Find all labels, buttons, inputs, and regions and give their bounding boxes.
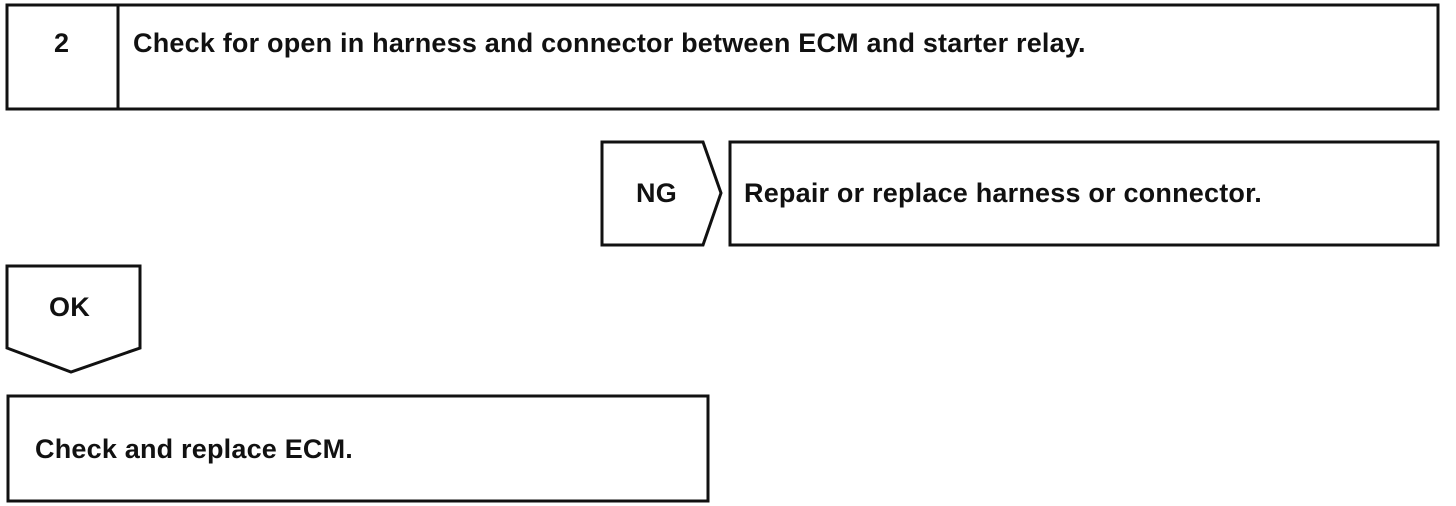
step-number: 2 [54, 28, 70, 58]
ok-label: OK [49, 292, 90, 322]
ok-action-box [6, 394, 710, 503]
ok-action-text: Check and replace ECM. [35, 434, 354, 464]
step-box [5, 3, 1440, 111]
step-title: Check for open in harness and connector … [133, 28, 1086, 58]
ng-action-box [728, 140, 1440, 247]
ng-action-text: Repair or replace harness or connector. [744, 178, 1262, 208]
ng-arrow-shape [600, 140, 723, 247]
ok-arrow-shape [5, 264, 142, 374]
ng-label: NG [636, 178, 677, 208]
